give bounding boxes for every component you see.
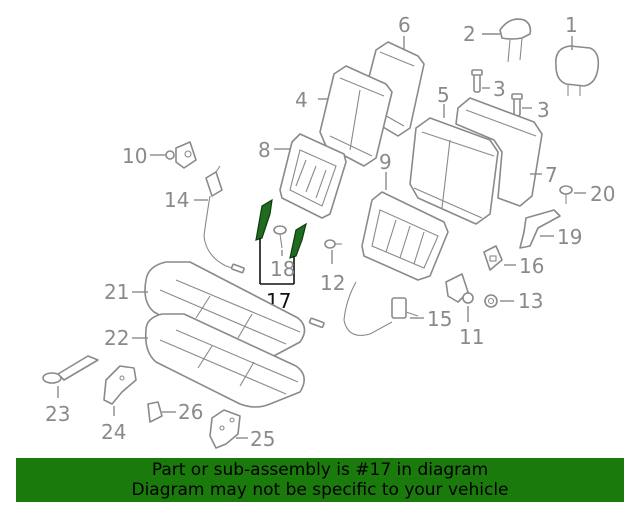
- part-3-guide-lower[interactable]: [511, 93, 523, 117]
- part-18-bolt[interactable]: [273, 225, 287, 249]
- part-17-bracket-right[interactable]: [289, 222, 307, 259]
- label-19: 19: [557, 225, 582, 249]
- label-1: 1: [565, 13, 578, 37]
- label-15: 15: [427, 307, 452, 331]
- part-4-seatback[interactable]: [319, 65, 393, 167]
- part-9-frame-panel-right[interactable]: [361, 191, 449, 281]
- label-6: 6: [398, 13, 411, 37]
- part-20-screw[interactable]: [559, 185, 573, 204]
- label-3a: 3: [493, 77, 506, 101]
- label-22: 22: [104, 326, 129, 350]
- part-1-headrest[interactable]: [554, 45, 600, 96]
- part-22-seat-cushion-lower[interactable]: [144, 313, 305, 408]
- label-3b: 3: [537, 98, 550, 122]
- banner-line-1: Part or sub-assembly is #17 in diagram: [151, 460, 489, 480]
- label-11: 11: [459, 325, 484, 349]
- banner-line-2: Diagram may not be specific to your vehi…: [131, 480, 509, 500]
- part-26-clip[interactable]: [147, 401, 163, 423]
- part-23-hook[interactable]: [42, 355, 99, 384]
- label-5: 5: [437, 83, 450, 107]
- label-23: 23: [45, 402, 70, 426]
- label-20: 20: [590, 182, 615, 206]
- part-7-seatback-rear[interactable]: [455, 97, 543, 207]
- part-11-hinge[interactable]: [445, 273, 474, 304]
- part-25-bracket[interactable]: [209, 409, 241, 449]
- part-21-seat-cushion[interactable]: [144, 261, 306, 362]
- part-10-latch[interactable]: [165, 141, 197, 169]
- part-2-headrest[interactable]: [499, 18, 532, 63]
- part-15-release-cable[interactable]: [308, 281, 419, 336]
- notice-banner: Part or sub-assembly is #17 in diagram D…: [16, 458, 624, 502]
- label-25: 25: [250, 427, 275, 451]
- label-10: 10: [122, 144, 147, 168]
- part-17-bracket-left[interactable]: [255, 198, 273, 241]
- part-14-release-cable[interactable]: [203, 165, 245, 274]
- part-19-bracket[interactable]: [519, 209, 561, 249]
- part-8-frame-panel[interactable]: [279, 133, 347, 219]
- label-9: 9: [379, 150, 392, 174]
- label-12: 12: [320, 271, 345, 295]
- part-5-seatback-right[interactable]: [409, 117, 499, 225]
- label-18: 18: [270, 257, 295, 281]
- label-21: 21: [104, 280, 129, 304]
- part-24-bracket[interactable]: [103, 365, 137, 405]
- label-24: 24: [101, 420, 126, 444]
- label-8: 8: [258, 138, 271, 162]
- label-17-bracket-lines: [259, 238, 295, 285]
- label-13: 13: [518, 289, 543, 313]
- label-7: 7: [545, 163, 558, 187]
- label-2: 2: [463, 22, 476, 46]
- part-13-grommet[interactable]: [484, 294, 498, 308]
- label-16: 16: [519, 254, 544, 278]
- label-14: 14: [164, 188, 189, 212]
- part-3-guide-upper[interactable]: [471, 69, 483, 93]
- part-16-clip[interactable]: [483, 245, 503, 271]
- part-12-bolt[interactable]: [324, 239, 342, 249]
- label-4: 4: [295, 88, 308, 112]
- label-26: 26: [178, 400, 203, 424]
